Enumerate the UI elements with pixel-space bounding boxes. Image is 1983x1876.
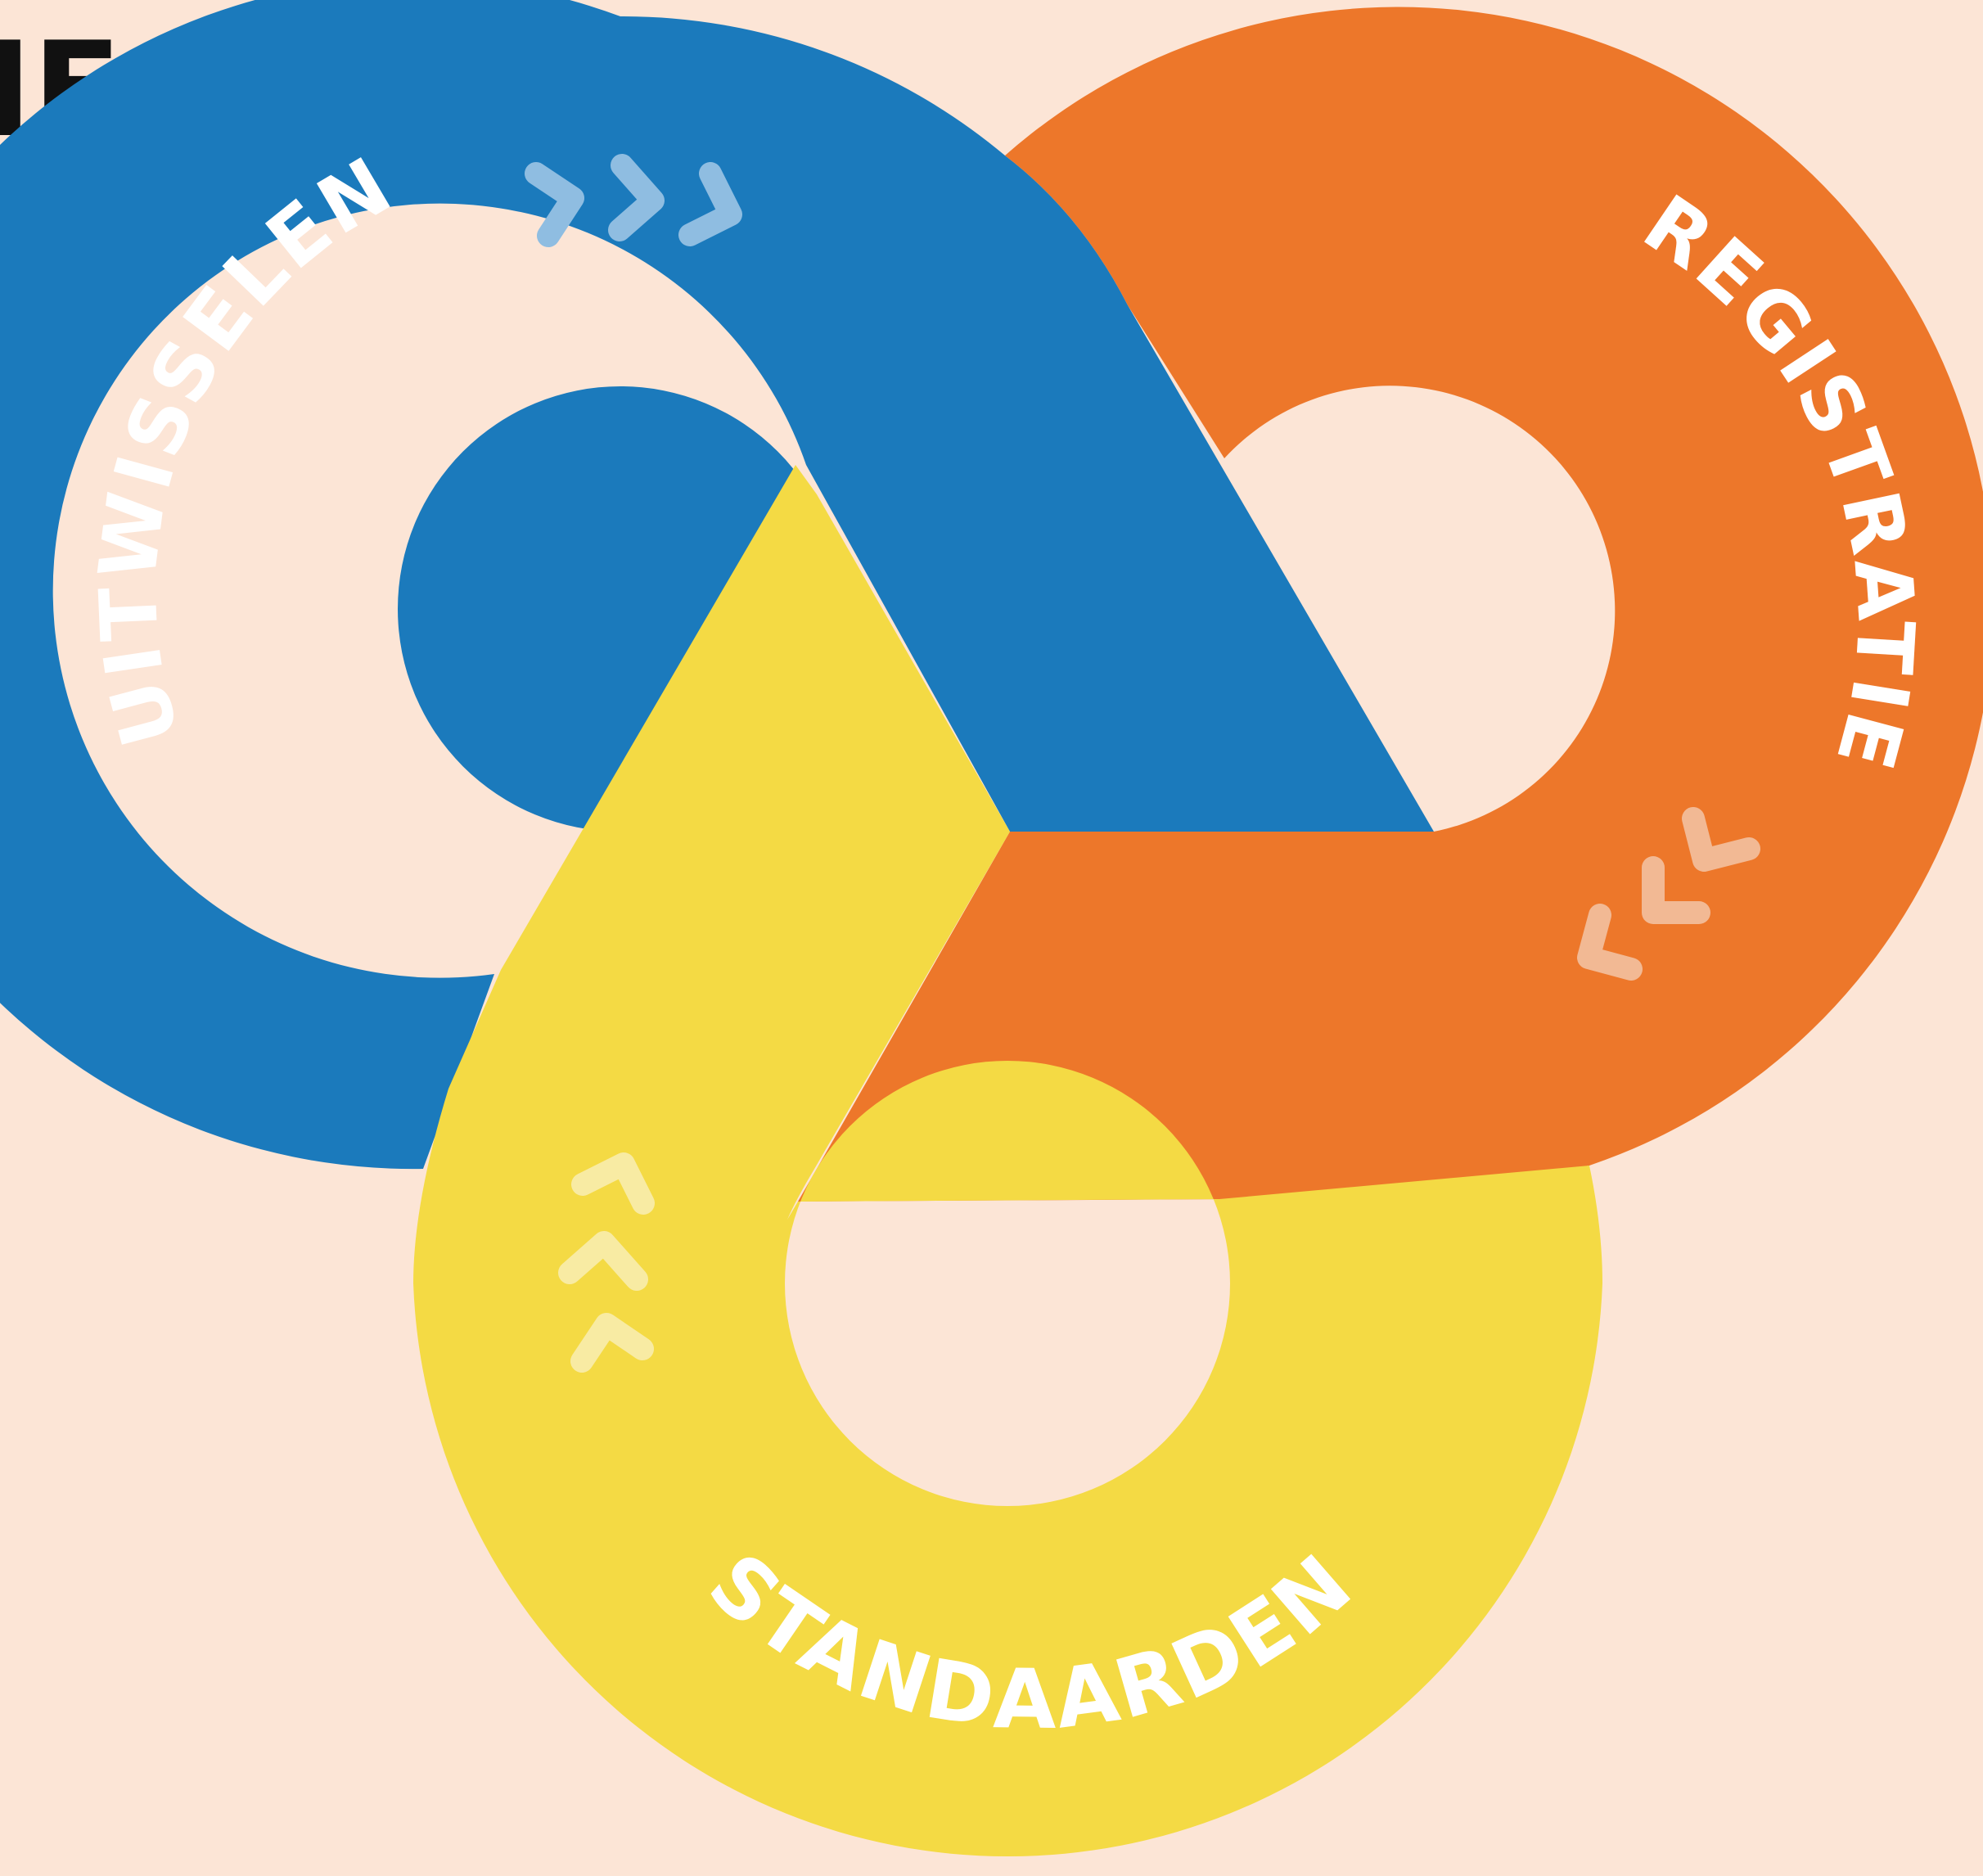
chevron-down-left-icon xyxy=(1577,904,1643,981)
chevron-up-left-icon xyxy=(570,1313,654,1373)
blue-ring-body xyxy=(0,0,1434,1170)
chevron-down-left-icon xyxy=(1682,807,1760,872)
yellow-chevrons xyxy=(558,1152,655,1373)
chevron-right-icon xyxy=(678,162,742,246)
chevron-right-icon xyxy=(608,154,665,241)
yellow-ring: STANDAARDEN xyxy=(413,465,1602,1857)
chevron-right-icon xyxy=(525,162,584,247)
blue-chevrons xyxy=(525,154,742,247)
chevron-down-left-icon xyxy=(1642,856,1710,924)
orange-ring: REGISTRATIE xyxy=(798,7,1983,1202)
chevron-up-left-icon xyxy=(558,1231,648,1291)
orange-chevrons xyxy=(1577,807,1760,981)
yellow-ring-body xyxy=(413,465,1602,1857)
chevron-up-left-icon xyxy=(571,1152,655,1215)
